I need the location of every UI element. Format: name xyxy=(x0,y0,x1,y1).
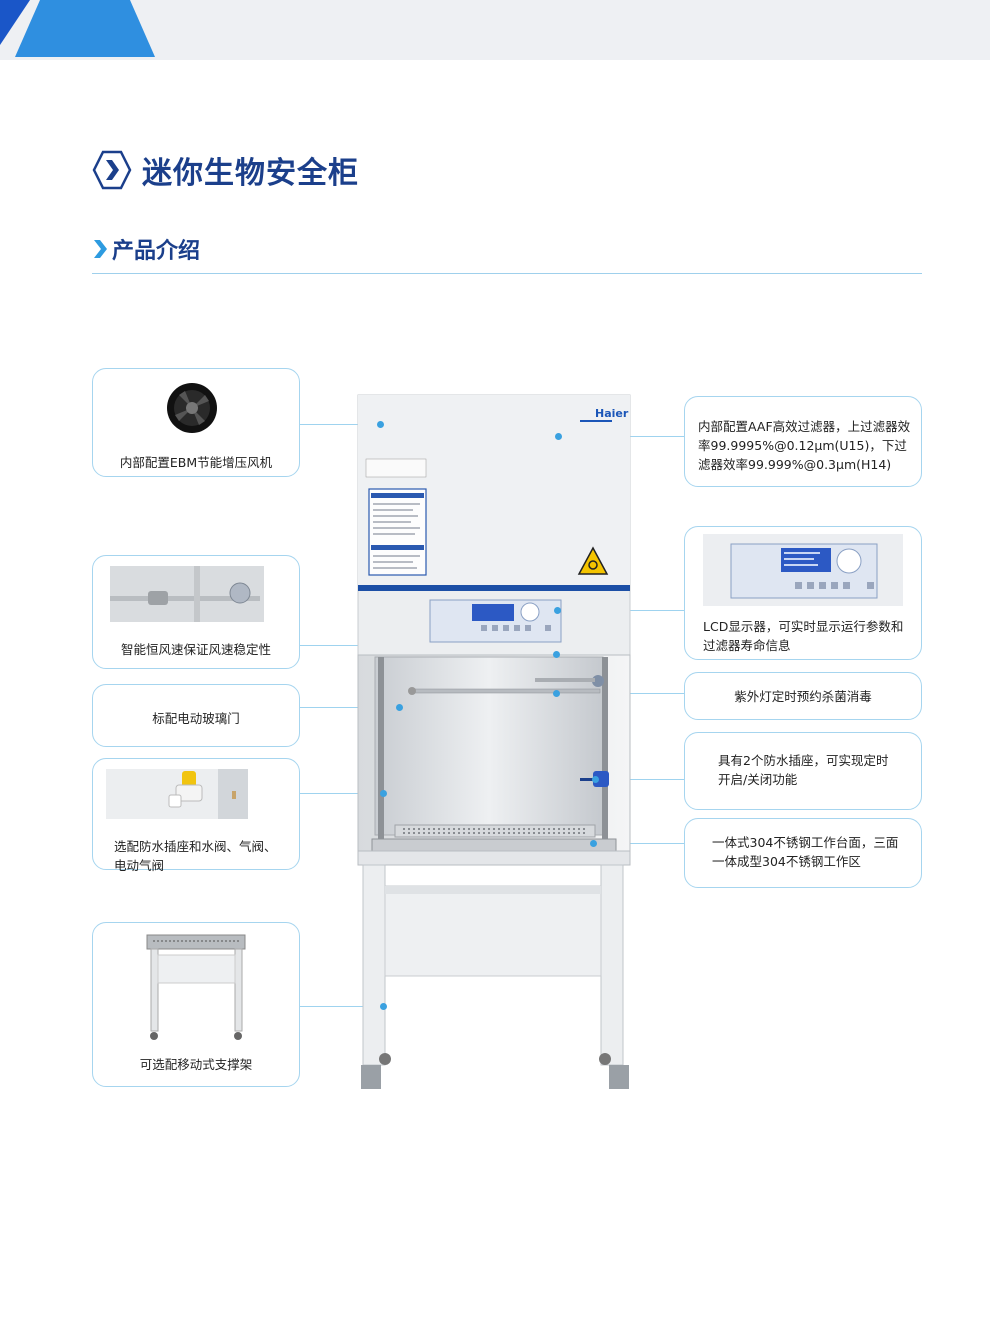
connector-line xyxy=(300,707,399,708)
page-title-text: 迷你生物安全柜 xyxy=(142,156,359,191)
feature-card-lcd: LCD显示器，可实时显示运行参数和 过滤器寿命信息 xyxy=(684,526,922,660)
airflow-sensor-image xyxy=(110,566,264,622)
connector-line xyxy=(300,1006,383,1007)
title-chevron-icon xyxy=(92,150,132,190)
feature-card-valves: 选配防水插座和水阀、气阀、 电动气阀 xyxy=(92,758,300,873)
feature-label: 具有2个防水插座，可实现定时 开启/关闭功能 xyxy=(718,753,889,787)
feature-card-filter: 内部配置AAF高效过滤器，上过滤器效 率99.9995%@0.12μm(U15)… xyxy=(684,396,922,487)
feature-label: 可选配移动式支撑架 xyxy=(139,1057,253,1072)
header-band xyxy=(0,0,990,60)
section-divider xyxy=(92,273,922,274)
header-triangle-decoration xyxy=(0,0,155,57)
lcd-panel-image xyxy=(703,534,903,606)
callout-dot xyxy=(592,776,599,783)
brand-logo: Haier xyxy=(595,407,629,420)
section-title-text: 产品介绍 xyxy=(112,239,201,264)
biosafety-cabinet-image: Haier xyxy=(357,394,631,1089)
connector-line xyxy=(593,843,686,844)
callout-dot xyxy=(380,790,387,797)
page-title: 迷你生物安全柜 xyxy=(92,148,359,192)
feature-label: 紫外灯定时预约杀菌消毒 xyxy=(734,689,872,704)
callout-dot xyxy=(554,607,561,614)
section-arrow-icon xyxy=(94,240,107,258)
fan-icon xyxy=(167,383,217,433)
connector-line xyxy=(595,779,686,780)
feature-label: 内部配置AAF高效过滤器，上过滤器效 率99.9995%@0.12μm(U15)… xyxy=(698,419,911,472)
callout-dot xyxy=(590,840,597,847)
feature-label: 内部配置EBM节能增压风机 xyxy=(119,455,273,470)
feature-card-worktop: 一体式304不锈钢工作台面，三面 一体成型304不锈钢工作区 xyxy=(684,818,922,888)
feature-card-airflow: 智能恒风速保证风速稳定性 xyxy=(92,555,300,669)
feature-card-fan: 内部配置EBM节能增压风机 xyxy=(92,368,300,477)
feature-card-stand: 可选配移动式支撑架 xyxy=(92,922,300,1087)
feature-label: LCD显示器，可实时显示运行参数和 过滤器寿命信息 xyxy=(703,619,904,653)
feature-card-uv: 紫外灯定时预约杀菌消毒 xyxy=(684,672,922,720)
feature-label: 智能恒风速保证风速稳定性 xyxy=(120,642,271,657)
valve-socket-image xyxy=(106,769,248,819)
callout-dot xyxy=(396,704,403,711)
callout-dot xyxy=(553,690,560,697)
feature-label: 一体式304不锈钢工作台面，三面 一体成型304不锈钢工作区 xyxy=(712,835,899,869)
section-title: 产品介绍 xyxy=(92,234,200,264)
callout-dot xyxy=(380,1003,387,1010)
callout-dot xyxy=(553,651,560,658)
feature-label: 标配电动玻璃门 xyxy=(152,711,240,726)
feature-card-sockets: 具有2个防水插座，可实现定时 开启/关闭功能 xyxy=(684,732,922,810)
feature-label: 选配防水插座和水阀、气阀、 电动气阀 xyxy=(114,839,277,873)
callout-dot xyxy=(555,433,562,440)
connector-line xyxy=(300,424,382,425)
feature-card-glass-door: 标配电动玻璃门 xyxy=(92,684,300,747)
connector-line xyxy=(300,793,383,794)
mobile-stand-image xyxy=(146,934,246,1040)
callout-dot xyxy=(377,421,384,428)
